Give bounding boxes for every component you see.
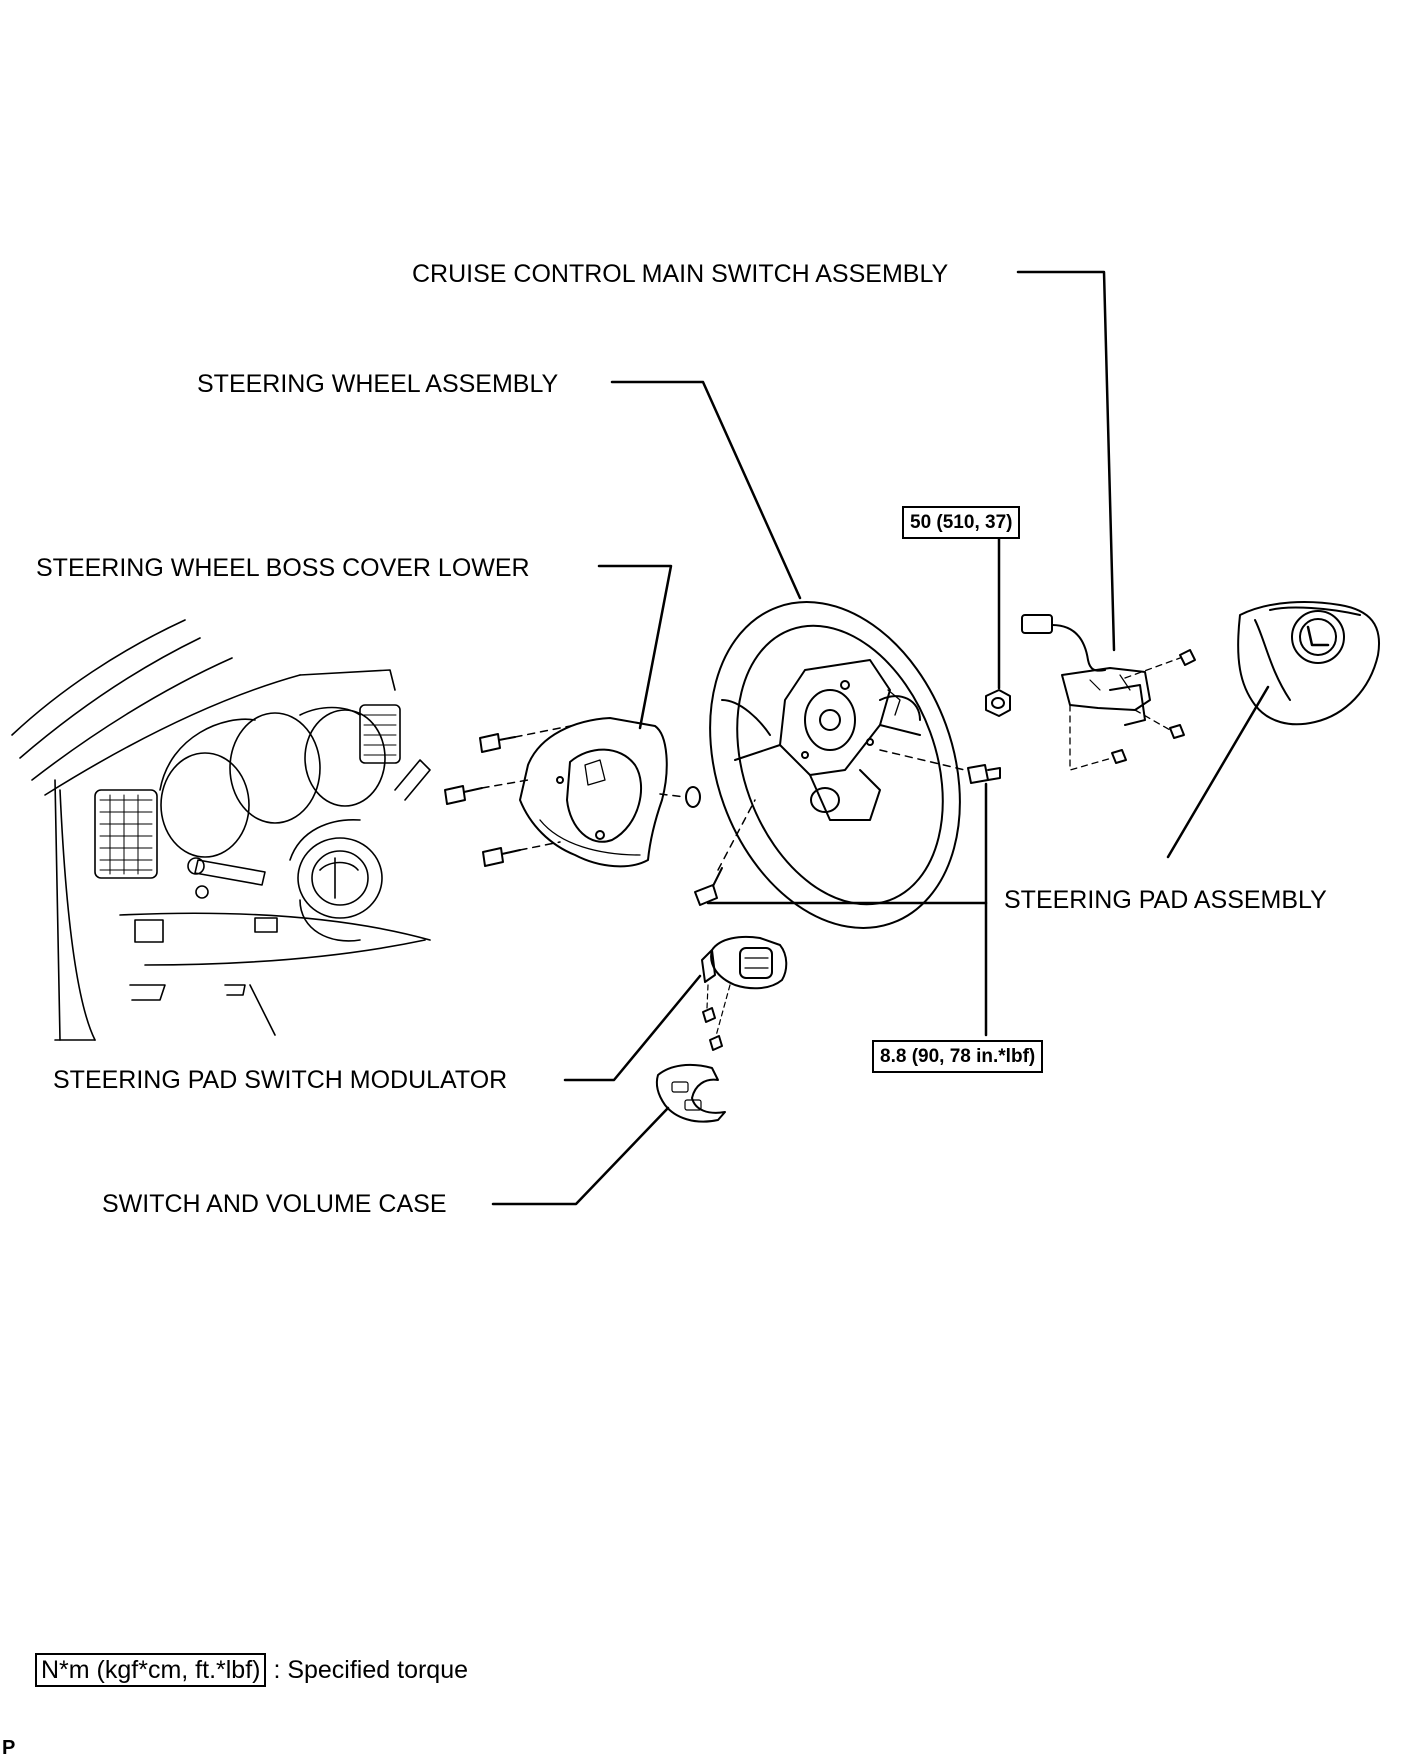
label-cruise-control-main-switch: CRUISE CONTROL MAIN SWITCH ASSEMBLY: [412, 260, 949, 288]
nut-drawing: [985, 689, 1011, 717]
leader-volume-case: [491, 1106, 670, 1206]
gauge-right: [304, 709, 386, 807]
torque-legend: N*m (kgf*cm, ft.*lbf) : Specified torque: [35, 1653, 469, 1687]
wheel-dashes: [717, 749, 966, 871]
torque-box-nut: 50 (510, 37): [902, 506, 1021, 539]
volume-case-drawing: [655, 1063, 726, 1123]
label-switch-volume-case: SWITCH AND VOLUME CASE: [102, 1190, 447, 1218]
label-boss-cover-lower: STEERING WHEEL BOSS COVER LOWER: [36, 554, 530, 582]
steering-pad-drawing: [1237, 601, 1381, 726]
boss-cover-dashes: [481, 724, 686, 851]
label-pad-switch-modulator: STEERING PAD SWITCH MODULATOR: [53, 1066, 508, 1094]
leader-pad-switch: [563, 974, 702, 1082]
dashboard-drawing: [11, 619, 431, 1041]
leader-cruise-control: [1016, 270, 1116, 652]
gauge-center: [229, 712, 321, 824]
corner-mark: P: [2, 1737, 16, 1759]
leader-lines: [491, 270, 1270, 1206]
legend-text: : Specified torque: [273, 1656, 469, 1684]
legend-unit-box: N*m (kgf*cm, ft.*lbf): [35, 1653, 267, 1687]
right-vent: [359, 704, 401, 764]
pad-switch-drawing: [701, 935, 788, 1051]
steering-wheel-drawing: [709, 601, 961, 929]
wheel-rim-outer: [709, 601, 961, 929]
boss-cover-screws: [444, 733, 701, 867]
leader-boss-cover: [597, 564, 673, 730]
wheel-bolts: [694, 764, 1001, 906]
torque-box-bolts: 8.8 (90, 78 in.*lbf): [872, 1040, 1044, 1073]
gauge-left: [160, 752, 250, 858]
wheel-rim-inner: [736, 624, 944, 906]
pad-switch-dashes: [706, 984, 731, 1037]
cruise-switch-drawing: [1021, 614, 1196, 764]
label-steering-pad-assembly: STEERING PAD ASSEMBLY: [1004, 886, 1327, 914]
leader-steering-pad: [1166, 685, 1270, 859]
steering-column-hub: [297, 837, 383, 919]
leader-steering-wheel: [610, 380, 802, 600]
boss-cover-drawing: [519, 717, 668, 868]
left-vent: [94, 789, 158, 879]
cruise-dashes: [1069, 657, 1181, 771]
label-steering-wheel-assembly: STEERING WHEEL ASSEMBLY: [197, 370, 559, 398]
lexus-emblem: [1291, 610, 1345, 664]
